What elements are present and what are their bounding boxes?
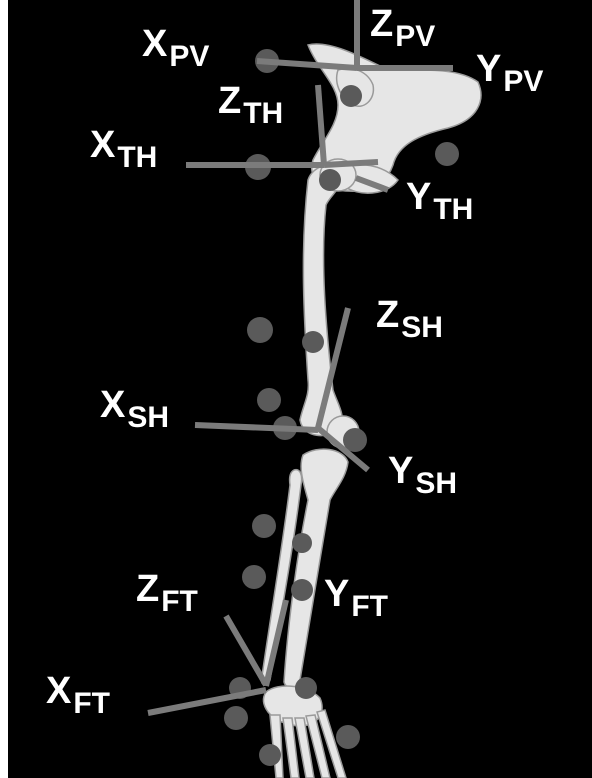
label-y-ft: YFT [324,575,388,613]
marker [336,725,360,749]
marker [247,317,273,343]
label-z-th: ZTH [218,82,283,120]
leg-diagram-svg [8,0,592,778]
label-x-ft: XFT [46,672,110,710]
label-z-ft: ZFT [136,570,198,608]
label-y-sh: YSH [388,452,457,490]
z-ft-axis [226,616,266,685]
label-x-th: XTH [90,126,157,164]
label-y-pv: YPV [476,50,543,88]
marker [302,331,324,353]
shank-axes [195,308,368,470]
y-th-axis [324,162,378,165]
skeleton-leg-figure: XPV ZPV YPV ZTH XTH YTH ZSH XSH YSH ZFT … [8,0,592,778]
label-x-pv: XPV [142,25,209,63]
label-z-pv: ZPV [370,5,435,43]
label-z-sh: ZSH [376,296,443,334]
marker [257,388,281,412]
marker [252,514,276,538]
marker [292,533,312,553]
marker [295,677,317,699]
marker [259,744,281,766]
marker [291,579,313,601]
marker [435,142,459,166]
label-y-th: YTH [406,178,473,216]
marker [319,169,341,191]
x-ft-axis [148,690,266,713]
marker [224,706,248,730]
marker [340,85,362,107]
x-sh-axis [195,425,318,430]
label-x-sh: XSH [100,386,169,424]
marker [242,565,266,589]
